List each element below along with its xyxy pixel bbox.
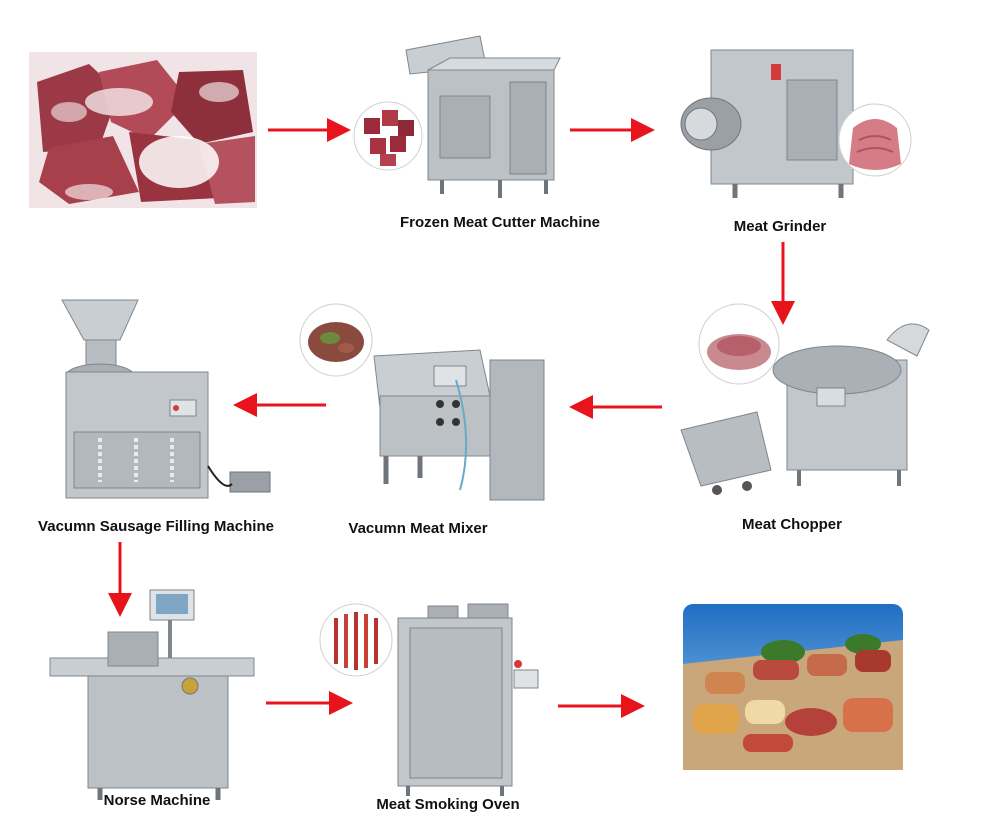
bowl-chopper-machine-icon bbox=[680, 303, 930, 495]
smoking-oven-machine-icon bbox=[319, 603, 539, 796]
meat-cutter-machine-icon bbox=[353, 35, 561, 198]
mixer-label: Vacumn Meat Mixer bbox=[348, 520, 488, 537]
filler-label: Vacumn Sausage Filling Machine bbox=[38, 518, 274, 535]
filler-node: Vacumn Sausage Filling Machine bbox=[38, 296, 280, 535]
sausage-filler-machine-icon bbox=[61, 299, 271, 499]
norse-node: Norse Machine bbox=[49, 586, 260, 816]
vacuum-mixer-machine-icon bbox=[299, 303, 545, 501]
chopper-label: Meat Chopper bbox=[741, 516, 842, 533]
frozen-meat-photo bbox=[29, 52, 257, 208]
oven-label: Meat Smoking Oven bbox=[376, 796, 520, 813]
meat-grinder-machine-icon bbox=[680, 49, 912, 198]
grinder-label: Meat Grinder bbox=[733, 218, 827, 235]
cutter-label: Frozen Meat Cutter Machine bbox=[399, 214, 601, 231]
norse-machine-icon bbox=[49, 589, 255, 800]
oven-node: Meat Smoking Oven bbox=[318, 600, 578, 820]
chopper-node: Meat Chopper bbox=[677, 300, 957, 533]
norse-label: Norse Machine bbox=[103, 792, 211, 809]
grinder-node: Meat Grinder bbox=[675, 44, 925, 235]
frozen-meat-image bbox=[29, 52, 257, 208]
finished-sausages-photo bbox=[683, 604, 903, 770]
mixer-node: Vacumn Meat Mixer bbox=[290, 300, 550, 537]
cutter-node: Frozen Meat Cutter Machine bbox=[350, 30, 600, 231]
finished-sausages-image bbox=[683, 604, 903, 770]
